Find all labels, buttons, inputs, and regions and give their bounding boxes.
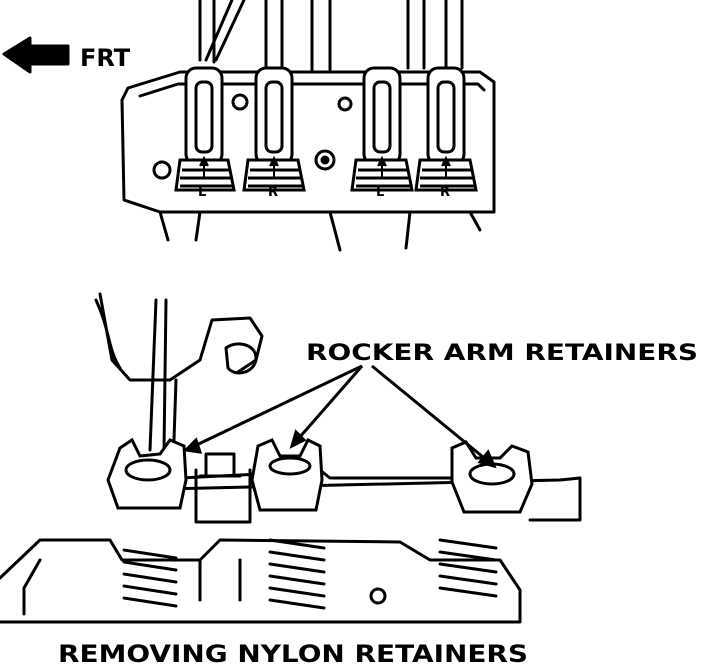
callout-label: ROCKER ARM RETAINERS [306, 341, 698, 366]
figure-caption: REMOVING NYLON RETAINERS [58, 640, 528, 668]
nylon-retainer-2 [250, 437, 324, 512]
lower-head-outline [0, 538, 522, 624]
rocker-mark-4: R [440, 185, 450, 200]
valve-spring-left [122, 548, 178, 608]
rocker-arrows [199, 155, 451, 178]
nylon-retainer-3 [450, 440, 534, 514]
center-bolt [204, 452, 236, 478]
rocker-shaft [118, 476, 582, 522]
bottom-figure [0, 292, 582, 624]
callout-arrows [182, 364, 497, 469]
rocker-mark-1: L [198, 185, 206, 200]
pushrod-lines [198, 0, 464, 72]
rocker-mark-3: L [376, 185, 384, 200]
rocker-mark-2: R [268, 185, 278, 200]
nylon-retainer-1 [106, 437, 188, 510]
hand-outline [94, 292, 264, 382]
tool-shaft [148, 298, 178, 452]
valve-spring-middle [268, 538, 326, 610]
direction-label: FRT [80, 44, 131, 72]
front-arrow-icon [2, 36, 70, 74]
rocker-assembly-top-3 [350, 66, 414, 192]
valve-spring-right [438, 538, 498, 598]
rocker-assembly-top-4 [414, 66, 478, 192]
top-figure [2, 0, 496, 252]
